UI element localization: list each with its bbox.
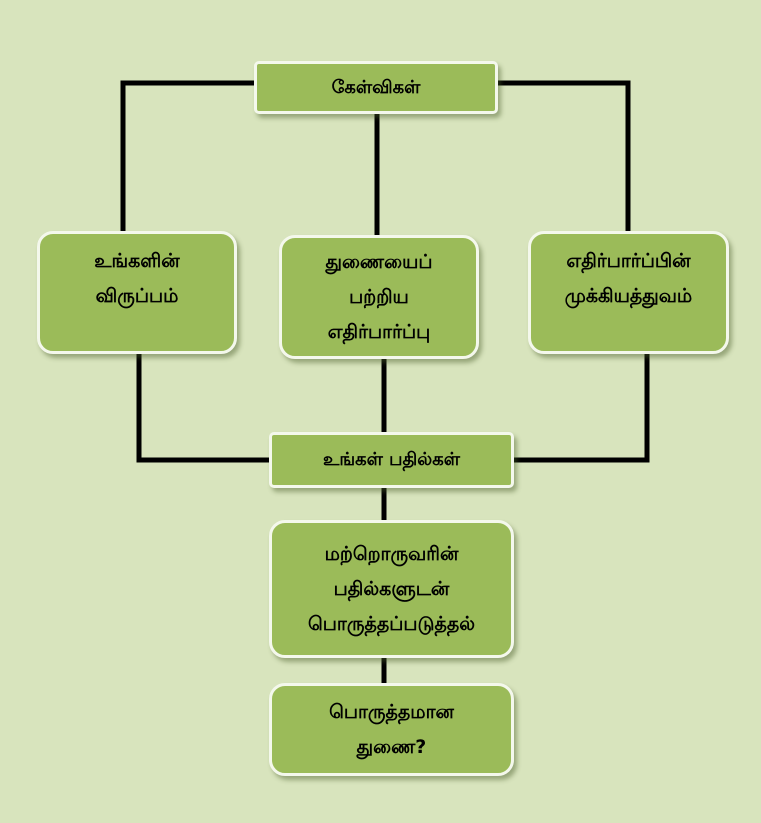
suitable-partner-label: பொருத்தமான துணை? [329, 700, 454, 758]
connector-questions-to-importance [493, 80, 631, 235]
your-answers-node: உங்கள் பதில்கள் [269, 432, 514, 488]
partner-expectation-node: துணையைப் பற்றிய எதிர்பார்ப்பு [279, 235, 479, 359]
suitable-partner-node: பொருத்தமான துணை? [269, 683, 514, 776]
connector-questions-to-preference [120, 80, 259, 235]
match-others-label: மற்றொருவரின் பதில்களுடன் பொருத்தப்படுத்த… [308, 542, 475, 635]
partner-expectation-label: துணையைப் பற்றிய எதிர்பார்ப்பு [325, 250, 433, 343]
questions-node: கேள்விகள் [254, 61, 498, 114]
expectation-importance-node: எதிர்பார்ப்பின் முக்கியத்துவம் [528, 231, 729, 354]
your-preference-node: உங்களின் விருப்பம் [37, 231, 237, 354]
your-answers-label: உங்கள் பதில்கள் [323, 449, 460, 470]
expectation-importance-label: எதிர்பார்ப்பின் முக்கியத்துவம் [564, 250, 693, 307]
questions-label: கேள்விகள் [331, 76, 421, 98]
connector-importance-to-answers [509, 349, 650, 463]
match-others-node: மற்றொருவரின் பதில்களுடன் பொருத்தப்படுத்த… [269, 520, 514, 658]
connector-preference-to-answers [136, 349, 274, 463]
your-preference-label: உங்களின் விருப்பம் [94, 250, 180, 307]
